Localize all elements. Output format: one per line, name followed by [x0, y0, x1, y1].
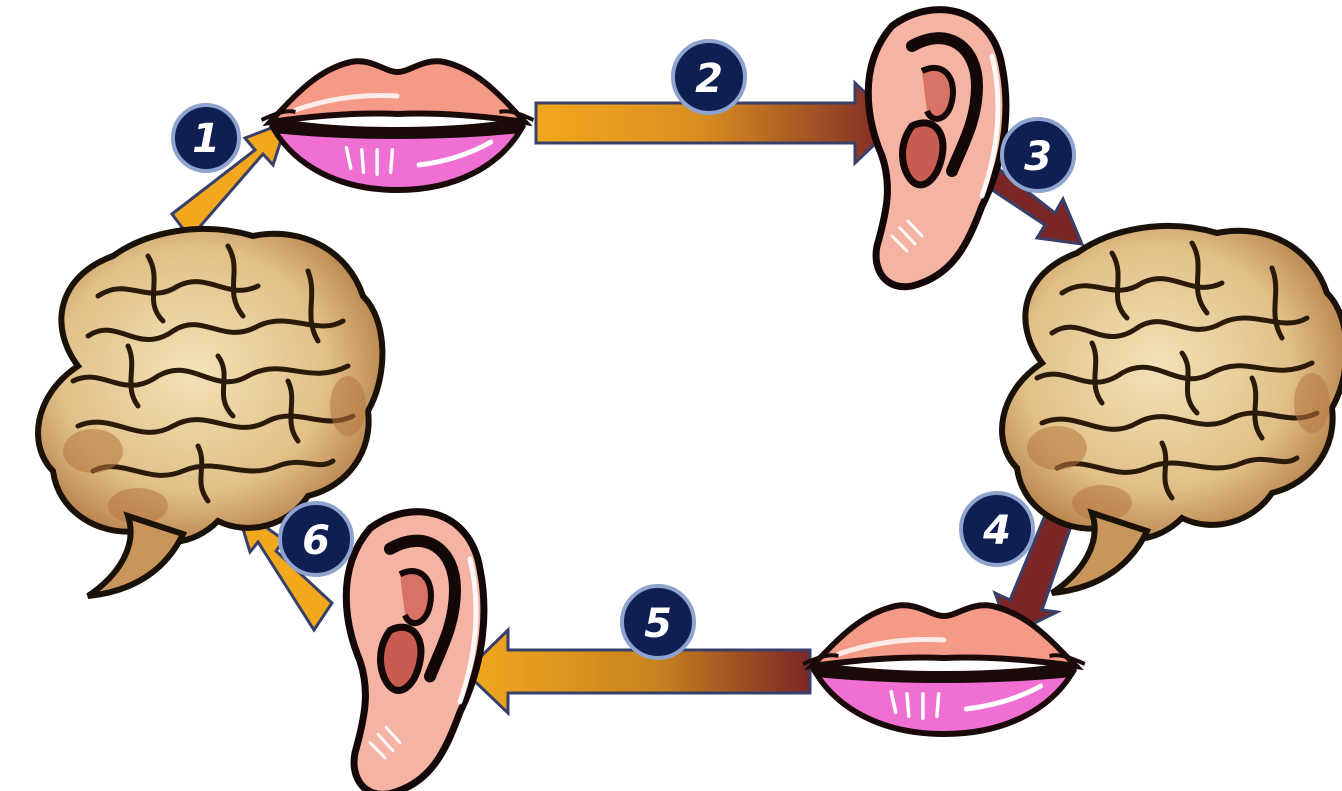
step-number-6: 6: [302, 518, 330, 564]
ear-bottom-icon: [346, 512, 484, 791]
step-badge-5: 5: [622, 586, 694, 658]
step-badge-4: 4: [961, 493, 1033, 565]
step-number-1: 1: [192, 116, 220, 162]
step-badge-1: 1: [173, 105, 239, 171]
ear-top-icon: [868, 10, 1006, 287]
step-badge-6: 6: [280, 503, 352, 575]
step-number-4: 4: [982, 508, 1011, 554]
step-number-3: 3: [1024, 134, 1052, 180]
mouth-top-icon: [262, 61, 534, 190]
step-number-5: 5: [644, 601, 672, 647]
step-number-2: 2: [695, 56, 723, 102]
step-badge-3: 3: [1002, 119, 1074, 191]
mouth-bottom-icon: [803, 605, 1085, 734]
step-badge-2: 2: [673, 41, 745, 113]
